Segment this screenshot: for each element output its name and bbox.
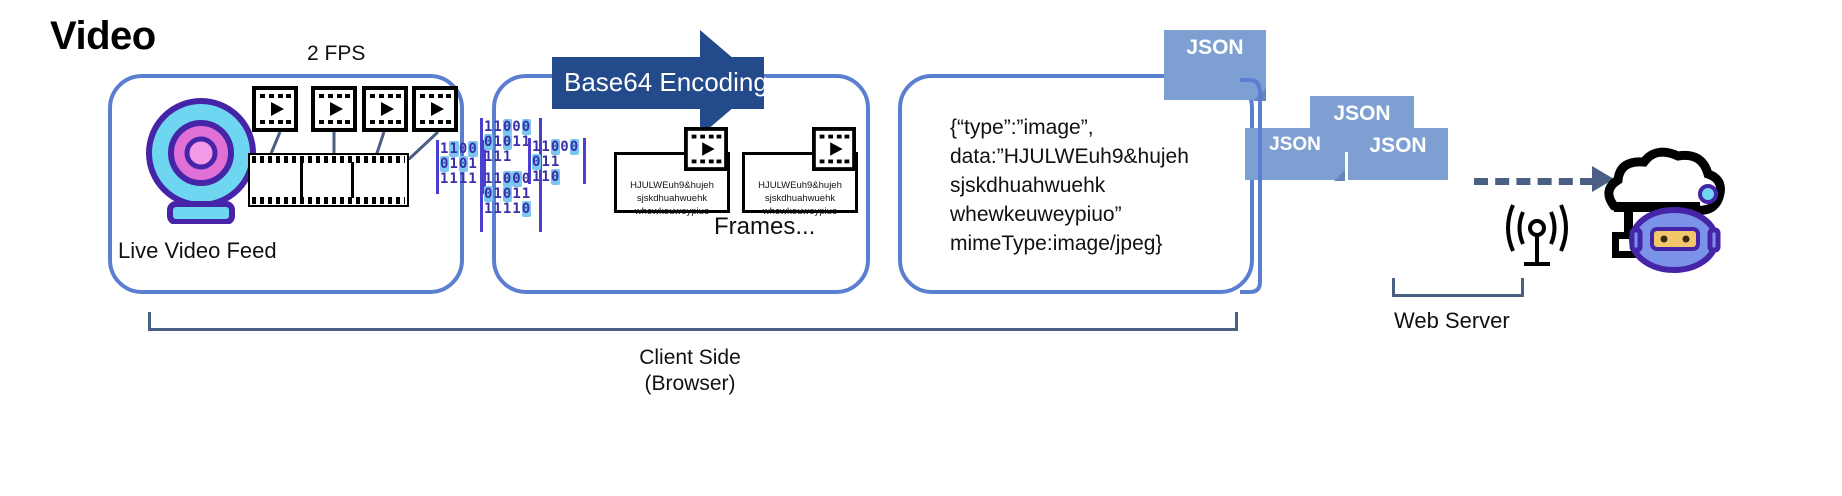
json-badge-label: JSON — [1269, 134, 1321, 155]
json-payload-text: {“type”:”image”, data:”HJULWEuh9&hujeh s… — [950, 116, 1189, 255]
frame-card-text: HJULWEuh9&hujeh sjskdhuahwuehk whewkeuwe… — [758, 180, 842, 217]
frame-card: HJULWEuh9&hujeh sjskdhuahwuehk whewkeuwe… — [742, 152, 858, 217]
binary-block-2: 11000 011 110 — [532, 139, 580, 185]
play-frame-icon — [252, 86, 298, 137]
play-frame-icon — [412, 86, 458, 137]
antenna-icon — [1492, 200, 1582, 270]
binary-block-0: 1100 0101 1111 — [440, 141, 478, 187]
binary-cluster: 1100 0101 1111 11000 01011 111 11000 011… — [432, 118, 586, 232]
play-frame-icon — [311, 86, 357, 137]
client-side-line1: Client Side — [639, 346, 741, 369]
web-server-bracket — [1392, 278, 1524, 297]
client-side-line2: (Browser) — [644, 372, 736, 395]
frame-connectors — [248, 130, 468, 162]
webcam-icon — [146, 98, 256, 225]
json-badge-label: JSON — [1369, 134, 1427, 157]
json-badge-1: JSON — [1164, 30, 1266, 101]
play-frame-icon — [812, 127, 856, 176]
stage-json-payload — [898, 74, 1254, 294]
client-side-label: Client Side (Browser) — [600, 345, 780, 397]
fps-label: 2 FPS — [307, 42, 366, 65]
client-side-bracket — [148, 312, 1238, 331]
binary-block-3: 11000 01011 11110 — [484, 171, 532, 217]
page-title: Video — [50, 14, 156, 58]
json-badge-label: JSON — [1333, 102, 1391, 125]
play-frame-icon — [362, 86, 408, 137]
binary-block-1: 11000 01011 111 — [484, 119, 532, 165]
web-server-label: Web Server — [1394, 308, 1510, 333]
robot-server-icon — [1596, 128, 1736, 273]
json-badge-4: JSON — [1348, 128, 1448, 180]
json-badge-label: JSON — [1186, 36, 1244, 59]
filmstrip-icon — [248, 153, 409, 207]
transmit-dashed-line — [1474, 178, 1594, 185]
frames-label: Frames... — [714, 213, 816, 240]
json-connector — [1240, 76, 1280, 296]
base64-arrow-head — [700, 30, 762, 136]
live-video-feed-label: Live Video Feed — [118, 238, 277, 263]
base64-label: Base64 Encoding — [564, 67, 768, 97]
frame-card-text: HJULWEuh9&hujeh sjskdhuahwuehk whewkeuwe… — [630, 180, 714, 217]
play-frame-icon — [684, 127, 728, 176]
